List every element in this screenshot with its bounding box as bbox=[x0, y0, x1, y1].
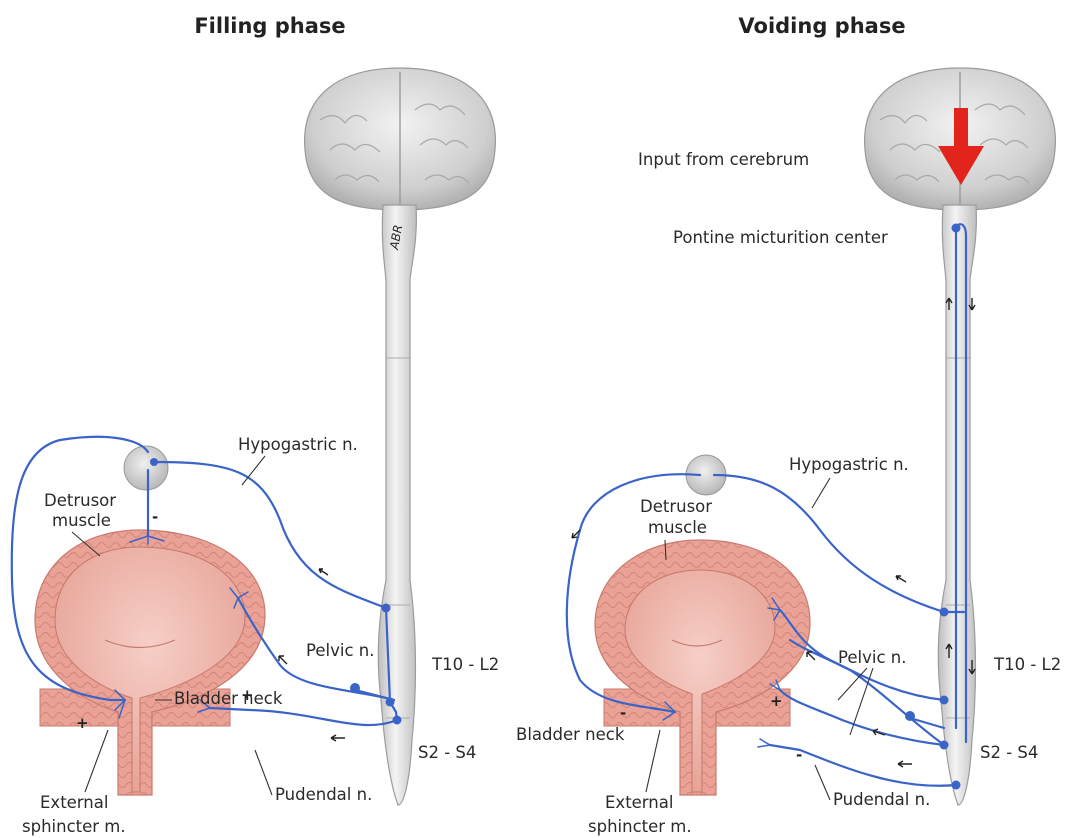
voiding-panel: Voiding phase bbox=[516, 14, 1061, 836]
filling-title: Filling phase bbox=[194, 14, 345, 38]
voiding-external-label-line1: External bbox=[605, 793, 673, 812]
filling-panel: Filling phase ABR bbox=[12, 14, 499, 836]
filling-external-sign: + bbox=[241, 686, 254, 704]
voiding-bladder-neck-label: Bladder neck bbox=[516, 725, 625, 744]
cerebrum-input-label: Input from cerebrum bbox=[638, 150, 809, 169]
filling-bladder-neck-sign: + bbox=[76, 714, 89, 732]
voiding-external-label-line2: sphincter m. bbox=[588, 817, 692, 836]
voiding-pudendal-label: Pudendal n. bbox=[833, 790, 930, 809]
voiding-t10-l2-label: T10 - L2 bbox=[993, 655, 1061, 674]
filling-bladder-neck-label: Bladder neck bbox=[174, 689, 283, 708]
voiding-hypogastric-label: Hypogastric n. bbox=[789, 455, 909, 474]
filling-external-label-line1: External bbox=[40, 793, 108, 812]
filling-detrusor-sign: - bbox=[152, 508, 158, 526]
filling-s2-s4-label: S2 - S4 bbox=[418, 743, 476, 762]
bladder-voiding bbox=[595, 540, 810, 795]
voiding-detrusor-sign: + bbox=[770, 692, 783, 710]
filling-t10-l2-label: T10 - L2 bbox=[431, 655, 499, 674]
bladder-filling bbox=[35, 530, 265, 795]
brain-illustration bbox=[305, 68, 496, 210]
voiding-s2-s4-label: S2 - S4 bbox=[980, 743, 1038, 762]
voiding-detrusor-label-line1: Detrusor bbox=[640, 497, 712, 516]
filling-external-label-line2: sphincter m. bbox=[22, 817, 126, 836]
ganglion bbox=[124, 446, 168, 490]
voiding-external-sign: - bbox=[796, 746, 802, 764]
voiding-pelvic-label: Pelvic n. bbox=[838, 648, 906, 667]
pontine-center-label: Pontine micturition center bbox=[673, 228, 888, 247]
voiding-title: Voiding phase bbox=[738, 14, 905, 38]
voiding-bladder-neck-sign: - bbox=[620, 704, 626, 722]
filling-pelvic-label: Pelvic n. bbox=[306, 641, 374, 660]
voiding-detrusor-label-line2: muscle bbox=[648, 518, 707, 537]
filling-detrusor-label-line2: muscle bbox=[52, 511, 111, 530]
filling-hypogastric-label: Hypogastric n. bbox=[238, 435, 358, 454]
filling-pudendal-label: Pudendal n. bbox=[275, 785, 372, 804]
filling-detrusor-label-line1: Detrusor bbox=[44, 491, 116, 510]
spinal-cord bbox=[938, 205, 976, 805]
